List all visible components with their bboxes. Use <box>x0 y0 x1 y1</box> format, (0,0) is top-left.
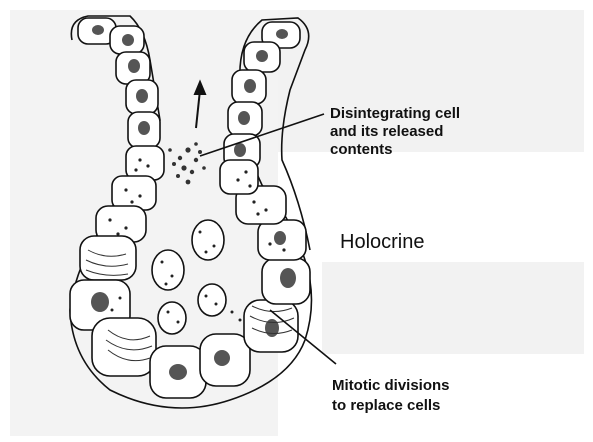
cell <box>192 220 224 260</box>
cell <box>198 284 226 316</box>
cell <box>112 176 156 210</box>
background-right-lower-panel <box>322 262 584 354</box>
cell <box>220 160 258 194</box>
cell <box>152 250 184 290</box>
label-mitotic-line1: Mitotic divisions <box>332 377 450 394</box>
label-mitotic-line2: to replace cells <box>332 397 440 414</box>
label-disintegrating-line3: contents <box>330 141 393 158</box>
cell <box>126 146 164 180</box>
label-disintegrating-line2: and its released <box>330 123 443 140</box>
cell <box>158 302 186 334</box>
label-disintegrating-line1: Disintegrating cell <box>330 105 460 122</box>
label-gland-type: Holocrine <box>340 231 424 253</box>
cell <box>80 236 136 280</box>
cell <box>92 318 156 376</box>
